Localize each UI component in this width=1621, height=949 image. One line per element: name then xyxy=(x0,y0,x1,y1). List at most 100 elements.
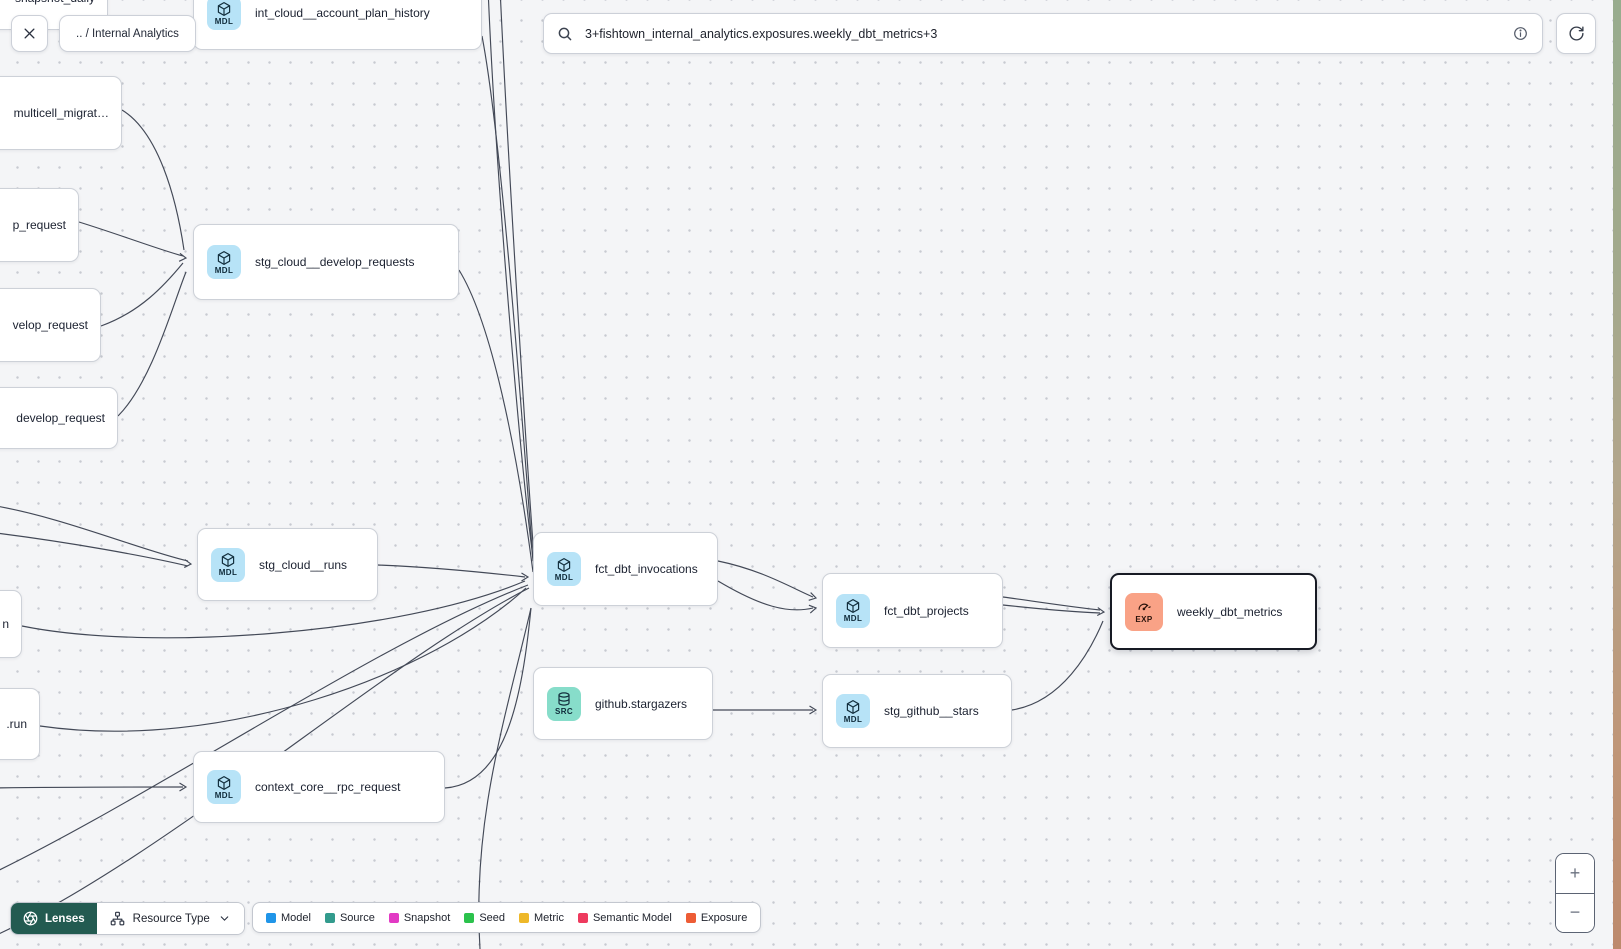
edge xyxy=(0,506,189,562)
node-label: velop_request xyxy=(12,318,88,332)
zoom-in-button[interactable]: + xyxy=(1556,854,1594,893)
network-icon xyxy=(110,911,124,926)
edge xyxy=(444,607,532,789)
node-label: .run xyxy=(6,717,27,731)
node-label: weekly_dbt_metrics xyxy=(1177,604,1283,619)
legend-swatch xyxy=(577,912,588,923)
legend-item: Snapshot xyxy=(388,911,451,924)
mdl-badge: MDL xyxy=(836,694,870,728)
legend-label: Metric xyxy=(534,911,564,924)
edge xyxy=(0,584,529,871)
node-label: multicell_migrat… xyxy=(13,106,109,120)
database-icon xyxy=(558,692,570,706)
edge xyxy=(100,262,184,327)
legend-item: Exposure xyxy=(685,911,748,924)
edge xyxy=(39,587,527,732)
resource-type-dropdown[interactable]: Resource Type xyxy=(96,903,244,934)
info-icon[interactable] xyxy=(1512,25,1529,42)
legend-label: Snapshot xyxy=(403,911,451,924)
badge-label: SRC xyxy=(554,707,574,716)
cube-icon xyxy=(221,553,235,567)
edge xyxy=(377,564,526,578)
node-stg-cloud-runs[interactable]: MDL stg_cloud__runs xyxy=(197,528,378,601)
legend-swatch xyxy=(464,912,475,923)
legend-item: Seed xyxy=(464,912,505,924)
cube-icon xyxy=(217,1,231,16)
gauge-icon xyxy=(1138,603,1151,611)
legend-swatch xyxy=(388,912,399,923)
zoom-controls: + − xyxy=(1555,853,1595,933)
legend-label: Exposure xyxy=(700,911,748,924)
badge-label: MDL xyxy=(214,16,234,26)
cube-icon xyxy=(217,775,231,790)
node-p-request[interactable]: p_request xyxy=(0,188,79,262)
lenses-label: Lenses xyxy=(45,912,85,925)
node-multicell-migrat[interactable]: multicell_migrat… xyxy=(0,76,122,150)
close-icon xyxy=(24,28,35,39)
badge-label: MDL xyxy=(843,614,863,623)
legend-item: Source xyxy=(324,911,375,924)
cube-icon xyxy=(846,699,860,714)
cube-icon xyxy=(557,557,571,572)
mdl-badge: MDL xyxy=(836,593,870,628)
node-label: p_request xyxy=(12,218,66,232)
node-label: develop_request xyxy=(16,411,105,425)
badge-label: MDL xyxy=(218,568,238,577)
edge xyxy=(717,580,814,611)
edge-arrowhead xyxy=(1096,607,1106,617)
legend-label: Model xyxy=(281,911,311,924)
cube-icon xyxy=(846,599,860,613)
node-fct-dbt-projects[interactable]: MDL fct_dbt_projects xyxy=(822,573,1003,648)
edge xyxy=(487,0,535,567)
node-label: stg_cloud__develop_requests xyxy=(255,255,415,269)
edge xyxy=(481,35,534,562)
legend-item: Metric xyxy=(519,912,564,924)
edge xyxy=(117,271,187,417)
cube-icon xyxy=(217,250,231,265)
search-input[interactable] xyxy=(583,25,1502,42)
refresh-button[interactable] xyxy=(1556,13,1596,54)
mdl-badge: MDL xyxy=(207,0,241,30)
mdl-badge: MDL xyxy=(547,552,581,586)
zoom-out-button[interactable]: − xyxy=(1556,892,1594,932)
node-label: fct_dbt_invocations xyxy=(595,562,698,576)
node-label: int_cloud__account_plan_history xyxy=(255,6,430,20)
edge xyxy=(0,532,189,567)
node-label: fct_dbt_projects xyxy=(884,603,969,618)
node-stg-github-stars[interactable]: MDL stg_github__stars xyxy=(822,674,1012,748)
lenses-button[interactable]: Lenses xyxy=(11,903,97,934)
edge-arrowhead xyxy=(809,705,818,715)
edge xyxy=(1002,596,1101,611)
legend-swatch xyxy=(266,912,276,923)
refresh-icon xyxy=(1568,26,1584,41)
badge-label: MDL xyxy=(554,572,574,582)
node-velop-request[interactable]: velop_request xyxy=(0,288,101,362)
node-int-cloud-account-plan-history[interactable]: MDL int_cloud__account_plan_history xyxy=(193,0,482,50)
node-label: stg_github__stars xyxy=(884,704,979,718)
breadcrumb-label: .. / Internal Analytics xyxy=(76,27,179,40)
resource-type-label: Resource Type xyxy=(132,912,210,925)
search-bar[interactable] xyxy=(543,13,1543,54)
node-run-node[interactable]: .run xyxy=(0,688,40,760)
node-label: stg_cloud__runs xyxy=(259,557,348,572)
legend-label: Seed xyxy=(479,911,506,924)
legend-item: Model xyxy=(266,912,311,924)
edge xyxy=(0,786,184,789)
node-label: n xyxy=(2,617,9,631)
close-button[interactable] xyxy=(11,15,48,52)
node-develop-request[interactable]: develop_request xyxy=(0,387,118,449)
breadcrumb[interactable]: .. / Internal Analytics xyxy=(59,15,196,52)
edge-arrowhead xyxy=(179,782,188,792)
edge xyxy=(478,607,532,949)
edge xyxy=(78,221,184,257)
node-fct-dbt-invocations[interactable]: MDL fct_dbt_invocations xyxy=(533,532,718,606)
node-n-node[interactable]: n xyxy=(0,590,22,658)
legend-label: Source xyxy=(339,911,375,924)
edge xyxy=(717,560,814,598)
